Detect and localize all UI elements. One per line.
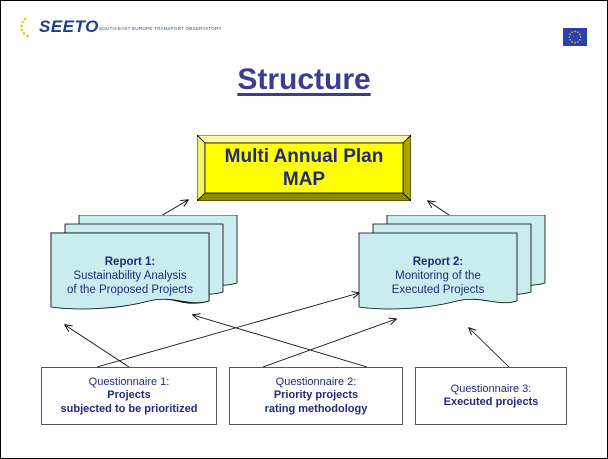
logo-subtitle: SOUTH-EAST EUROPE TRANSPORT OBSERVATORY [99,26,222,31]
eu-flag-icon [563,28,587,46]
report1-line1: Sustainability Analysis [73,270,187,282]
report1-title: Report 1: [104,256,156,268]
report2-stack: Report 2: Monitoring of the Executed Pro… [357,215,547,319]
report1-line2: of the Proposed Projects [67,284,193,296]
map-title-line2: MAP [282,169,326,190]
arrow-q3-to-report2 [469,328,510,368]
questionnaire-1-label: Questionnaire 1: [88,375,170,388]
arrow-q1-to-report1 [65,325,130,368]
arrow-q1-to-report2 [96,293,359,368]
report1-stack: Report 1: Sustainability Analysis of the… [49,215,239,319]
questionnaire-2-label: Questionnaire 2: [275,375,357,388]
questionnaire-2-box: Questionnaire 2: Priority projects ratin… [229,367,403,425]
report2-line1: Monitoring of the [395,270,481,282]
questionnaire-3-label: Questionnaire 3: [450,382,532,395]
questionnaire-1-box: Questionnaire 1: Projects subjected to b… [41,367,217,425]
questionnaire-2-bold1: Priority projects [273,389,359,402]
arrow-q2-to-report1 [193,315,368,368]
map-title-line1: Multi Annual Plan [224,146,384,167]
slide-title: Structure [237,63,371,96]
questionnaire-3-bold1: Executed projects [443,396,539,408]
questionnaire-2-bold2: rating methodology [264,402,368,415]
map-box: Multi Annual Plan MAP [197,135,411,201]
logo-wordmark: SEETO [39,17,99,36]
questionnaire-3-box: Questionnaire 3: Executed projects [415,367,567,425]
arrow-q2-to-report2 [262,319,396,368]
questionnaire-1-bold2: subjected to be prioritized [60,402,198,415]
questionnaire-1-bold1: Projects [107,389,151,402]
report2-title: Report 2: [412,256,464,268]
seeto-logo: SEETO SOUTH-EAST EUROPE TRANSPORT OBSERV… [19,15,222,39]
logo-star-ring-icon [20,17,29,38]
report2-line2: Executed Projects [391,284,485,296]
